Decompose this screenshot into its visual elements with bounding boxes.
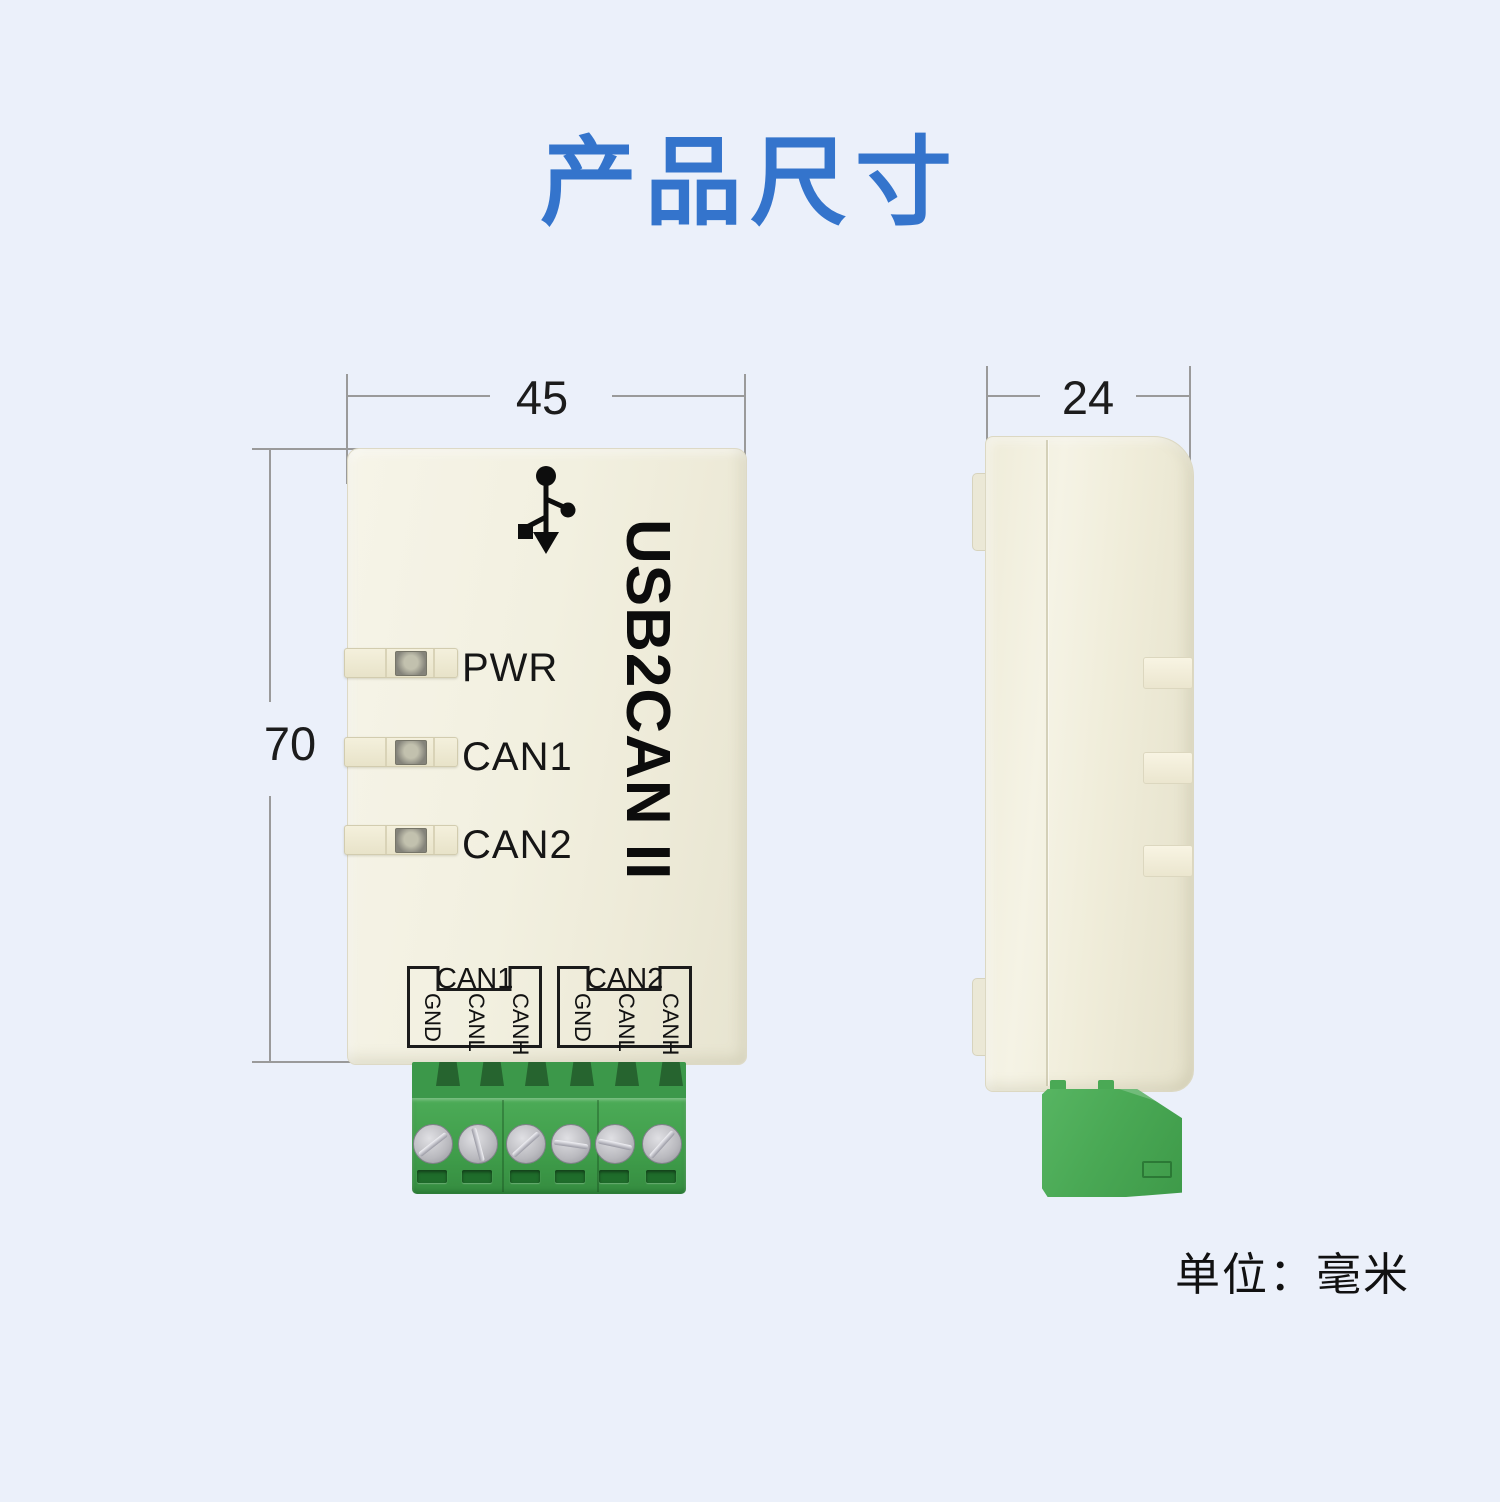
terminal-side-latch xyxy=(1142,1161,1172,1178)
pin-label-canh: CANH xyxy=(508,993,533,1056)
port-box-can2: CAN2 GND CANL CANH xyxy=(557,963,692,1056)
page-title: 产品尺寸 xyxy=(540,128,960,237)
dim70-witness-bottom xyxy=(252,1061,376,1063)
screw-slot xyxy=(597,1138,633,1150)
led-pipe-divider xyxy=(433,826,435,854)
wire-slot xyxy=(417,1170,447,1183)
terminal-notch xyxy=(570,1062,594,1086)
led-pipe-divider xyxy=(385,649,387,677)
led-pipe-pwr xyxy=(344,648,458,678)
dim-depth-value: 24 xyxy=(1061,371,1115,424)
side-led-slot xyxy=(1143,752,1193,784)
led-pipe-divider xyxy=(385,826,387,854)
terminal-notch xyxy=(615,1062,639,1086)
terminal-face xyxy=(412,1098,686,1194)
terminal-screw xyxy=(551,1124,591,1164)
led-label-can1: CAN1 xyxy=(462,735,573,779)
terminal-side-highlight xyxy=(1119,1089,1182,1110)
terminal-side-tab xyxy=(1050,1080,1066,1090)
led-chip-icon xyxy=(395,740,427,765)
terminal-screw xyxy=(413,1124,453,1164)
terminal-notch xyxy=(659,1062,683,1086)
terminal-screw xyxy=(458,1124,498,1164)
screw-slot xyxy=(471,1126,485,1162)
terminal-block-front xyxy=(412,1062,686,1194)
led-pipe-divider xyxy=(385,738,387,766)
dim24-line-right xyxy=(1136,395,1189,397)
terminal-screw xyxy=(595,1124,635,1164)
wire-slot xyxy=(646,1170,676,1183)
dim45-line-left xyxy=(348,395,490,397)
usb-trident-icon xyxy=(518,466,576,554)
led-pipe-divider xyxy=(433,649,435,677)
led-label-can2: CAN2 xyxy=(462,823,573,867)
unit-note: 单位：毫米 xyxy=(1175,1249,1411,1300)
port-label-can1: CAN1 xyxy=(436,963,514,995)
wire-slot xyxy=(510,1170,540,1183)
screw-slot xyxy=(418,1131,448,1157)
wire-slot xyxy=(555,1170,585,1183)
led-pipe-can2 xyxy=(344,825,458,855)
led-chip-icon xyxy=(395,828,427,853)
terminal-screw xyxy=(506,1124,546,1164)
product-name-vertical: USB2CAN II xyxy=(613,519,682,881)
dim70-line-top xyxy=(269,450,271,702)
screw-slot xyxy=(648,1129,676,1159)
dim24-line-left xyxy=(988,395,1040,397)
dim70-witness-top xyxy=(252,448,376,450)
port-box-outline xyxy=(557,966,692,1048)
terminal-notch xyxy=(480,1062,504,1086)
terminal-notch xyxy=(436,1062,460,1086)
dim45-witness-right xyxy=(744,374,746,484)
side-led-slot xyxy=(1143,845,1193,877)
dim-height-value: 70 xyxy=(263,717,317,770)
terminal-back-strip xyxy=(412,1062,686,1102)
terminal-screw xyxy=(642,1124,682,1164)
pin-label-canh: CANH xyxy=(658,993,683,1056)
terminal-block-side xyxy=(1042,1089,1182,1197)
terminal-side-tab xyxy=(1098,1080,1114,1090)
wire-slot xyxy=(462,1170,492,1183)
pin-label-gnd: GND xyxy=(570,993,595,1042)
wire-slot xyxy=(599,1170,629,1183)
pin-label-gnd: GND xyxy=(420,993,445,1042)
dim24-witness-left xyxy=(986,366,988,462)
port-label-can2: CAN2 xyxy=(586,963,664,995)
port-box-outline xyxy=(407,966,542,1048)
screw-slot xyxy=(553,1139,589,1149)
dim-width-value: 45 xyxy=(515,371,569,424)
case-seam-line xyxy=(1046,440,1048,1086)
pin-label-canl: CANL xyxy=(464,993,489,1052)
port-box-can1: CAN1 GND CANL CANH xyxy=(407,963,542,1056)
terminal-notch xyxy=(525,1062,549,1086)
screw-slot xyxy=(511,1130,541,1158)
dim45-witness-left xyxy=(346,374,348,484)
led-label-pwr: PWR xyxy=(462,646,559,690)
led-pipe-can1 xyxy=(344,737,458,767)
side-led-slot xyxy=(1143,657,1193,689)
pin-label-canl: CANL xyxy=(614,993,639,1052)
led-chip-icon xyxy=(395,651,427,676)
dim24-witness-right xyxy=(1189,366,1191,462)
dim45-line-right xyxy=(612,395,745,397)
dim70-line-bottom xyxy=(269,796,271,1061)
terminal-divider xyxy=(502,1100,504,1192)
led-pipe-divider xyxy=(433,738,435,766)
